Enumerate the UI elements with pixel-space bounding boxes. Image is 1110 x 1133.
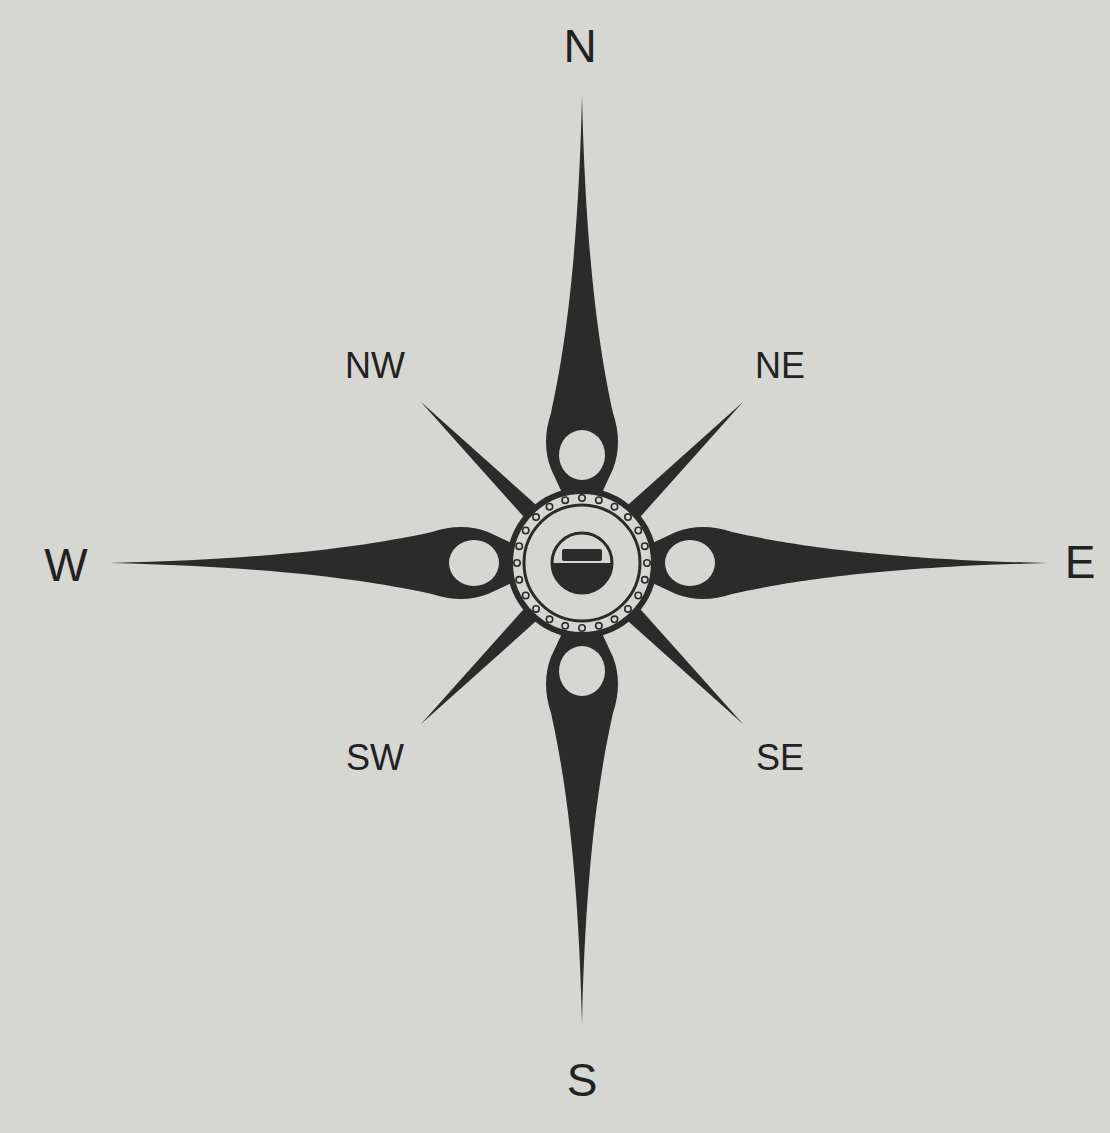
ring-bead xyxy=(642,543,648,549)
cardinal-spike xyxy=(546,95,618,497)
direction-label: N xyxy=(563,23,596,69)
ring-bead xyxy=(611,504,617,510)
rose-group xyxy=(110,95,1048,1025)
cardinal-spike xyxy=(648,527,1048,599)
ring-bead xyxy=(625,514,631,520)
point-hole xyxy=(665,540,715,586)
ring-bead xyxy=(635,592,641,598)
direction-label: SW xyxy=(346,740,404,776)
ring-bead xyxy=(579,495,585,501)
direction-label: W xyxy=(44,542,87,588)
ring-bead xyxy=(562,623,568,629)
cardinal-point xyxy=(546,95,618,497)
ring-bead xyxy=(533,514,539,520)
intercardinal-point xyxy=(622,395,749,522)
direction-label: SE xyxy=(756,740,804,776)
center-emblem-bar xyxy=(562,549,602,561)
ring-bead xyxy=(635,527,641,533)
outer-ring xyxy=(510,491,654,635)
direction-label: NW xyxy=(345,348,405,384)
point-hole xyxy=(559,430,605,480)
direction-label: S xyxy=(567,1057,598,1103)
ring-bead xyxy=(514,560,520,566)
point-hole xyxy=(559,646,605,696)
ring-bead xyxy=(596,497,602,503)
inner-ring xyxy=(524,505,640,621)
intercardinal-point xyxy=(414,603,541,730)
cardinal-spike xyxy=(546,629,618,1025)
ring-bead xyxy=(611,616,617,622)
ring-bead xyxy=(516,577,522,583)
intercardinal-point xyxy=(414,395,541,522)
cardinal-spike xyxy=(110,527,516,599)
ring-bead xyxy=(625,606,631,612)
cardinal-point xyxy=(546,629,618,1025)
ring-bead xyxy=(523,527,529,533)
ring-bead xyxy=(516,543,522,549)
direction-label: NE xyxy=(755,348,805,384)
direction-label: E xyxy=(1065,539,1096,585)
ring-bead xyxy=(533,606,539,612)
center-emblem xyxy=(552,563,612,593)
ring-bead xyxy=(596,623,602,629)
cardinal-point xyxy=(648,527,1048,599)
ring-bead xyxy=(644,560,650,566)
ring-bead xyxy=(546,616,552,622)
ring-bead xyxy=(546,504,552,510)
intercardinal-point xyxy=(622,603,749,730)
point-hole xyxy=(449,540,499,586)
ring-bead xyxy=(523,592,529,598)
ring-bead xyxy=(642,577,648,583)
center-disc xyxy=(552,533,612,593)
cardinal-point xyxy=(110,527,516,599)
ring-bead xyxy=(562,497,568,503)
ring-bead xyxy=(579,625,585,631)
